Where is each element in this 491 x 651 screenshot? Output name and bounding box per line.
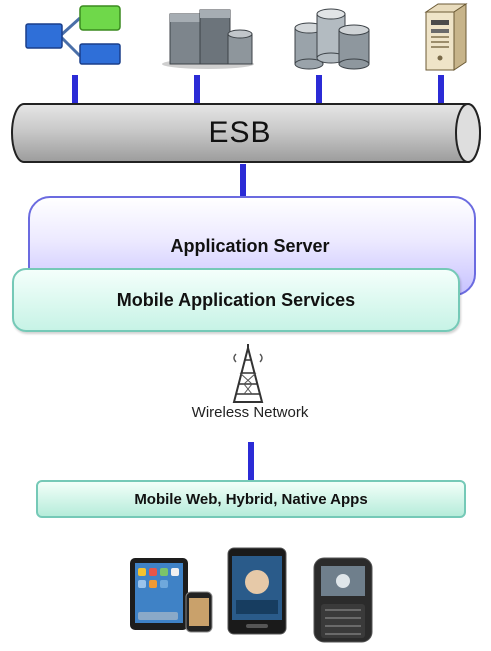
database-icon: [294, 8, 370, 70]
connector-line: [316, 75, 322, 105]
smartphone-icon: [227, 547, 287, 635]
workflow-icon: [25, 5, 121, 65]
esb-label: ESB: [208, 116, 272, 149]
tablet-icon: [130, 558, 213, 633]
blackberry-phone-icon: [313, 557, 373, 643]
application-server-label: Application Server: [170, 235, 330, 256]
server-rack-icon: [162, 9, 254, 69]
mobile-apps-box: Mobile Web, Hybrid, Native Apps: [36, 480, 466, 518]
mobile-application-services-box: Mobile Application Services: [12, 268, 460, 332]
esb-pipe: [11, 103, 481, 163]
connector-line: [194, 75, 200, 105]
connector-line: [72, 75, 78, 105]
connector-line: [438, 75, 444, 105]
desktop-computer-icon: [424, 3, 468, 71]
connector-line: [248, 442, 254, 482]
connector-line: [240, 164, 246, 198]
wireless-tower-icon: [232, 344, 264, 403]
wireless-network-label: Wireless Network: [191, 403, 309, 421]
